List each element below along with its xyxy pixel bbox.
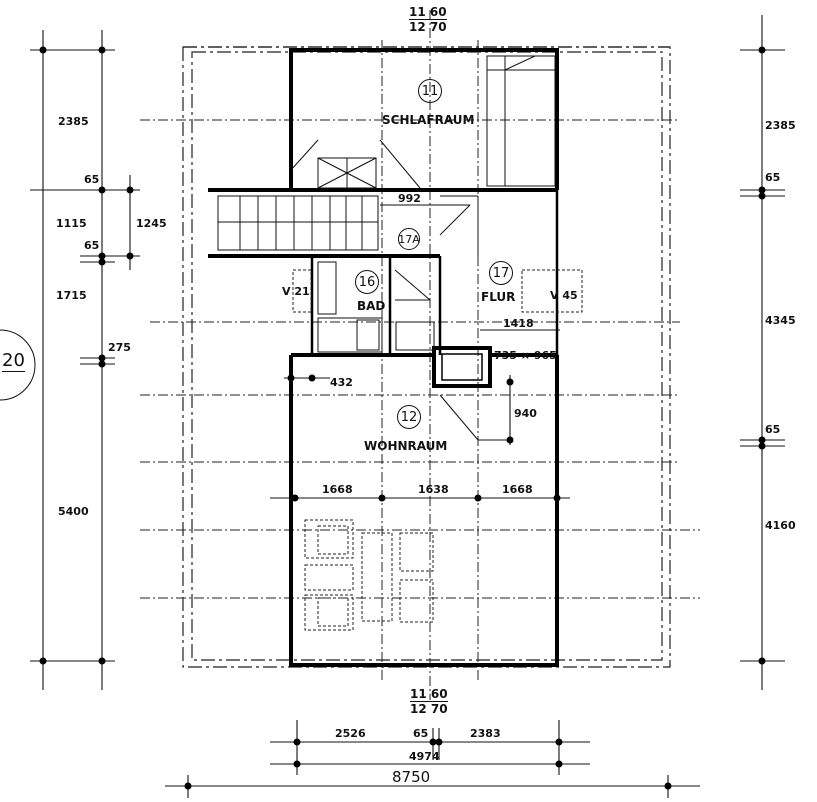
dim-bottom-2526: 2526 [335,727,366,740]
bottom-dimension-lines [165,720,700,798]
dim-right-4345: 4345 [765,314,796,327]
dim-inner-432: 432 [330,376,353,389]
room-name-bad: BAD [357,299,386,313]
dim-left-1245: 1245 [136,217,167,230]
section-marker-label: 20 [2,350,25,372]
room-number-17: 17 [489,261,513,285]
inner-dimension-lines [270,204,570,502]
dim-inner-1668-left: 1668 [322,483,353,496]
dim-left-65-top: 65 [84,173,100,186]
furniture [304,519,434,631]
dim-inner-992: 992 [398,192,421,205]
walls [208,48,559,667]
room-name-flur: FLUR [481,290,516,304]
dim-bottom-8750: 8750 [392,768,431,786]
dim-right-65-top: 65 [765,171,781,184]
dim-left-5400: 5400 [58,505,89,518]
door-swings [439,204,510,441]
label-v45: V 45 [550,289,578,302]
dim-right-65-bottom: 65 [765,423,781,436]
dim-left-2385: 2385 [58,115,89,128]
dim-left-1715: 1715 [56,289,87,302]
dim-left-1115: 1115 [56,217,87,230]
room-number-12: 12 [397,405,421,429]
dim-right-2385: 2385 [765,119,796,132]
section-marker-arc [0,329,36,401]
dim-inner-1638: 1638 [418,483,449,496]
room-number-17a: 17A [398,228,420,250]
dim-inner-1418: 1418 [503,317,534,330]
label-v21: V 21 [282,285,310,298]
dim-left-275: 275 [108,341,131,354]
left-dimension-lines [30,30,140,690]
dim-left-65-bottom: 65 [84,239,100,252]
dim-inner-1668-right: 1668 [502,483,533,496]
level-marker-bottom: 11 60 12 70 [410,687,448,716]
dim-right-4160: 4160 [765,519,796,532]
level-marker-top: 11 60 12 70 [409,5,447,34]
room-number-11: 11 [418,79,442,103]
dim-bottom-65: 65 [413,727,429,740]
staircase [217,195,379,251]
bedroom-details [290,55,556,189]
right-dimension-lines [740,15,785,690]
room-number-16: 16 [355,270,379,294]
bath-details [292,261,583,353]
dim-inner-940: 940 [514,407,537,420]
dim-bottom-4974: 4974 [409,750,440,763]
room-name-wohnraum: WOHNRAUM [364,439,448,453]
room-name-schlafraum: SCHLAFRAUM [382,113,475,127]
dim-bottom-2383: 2383 [470,727,501,740]
label-opening-size: 735 × 965 [494,349,557,362]
